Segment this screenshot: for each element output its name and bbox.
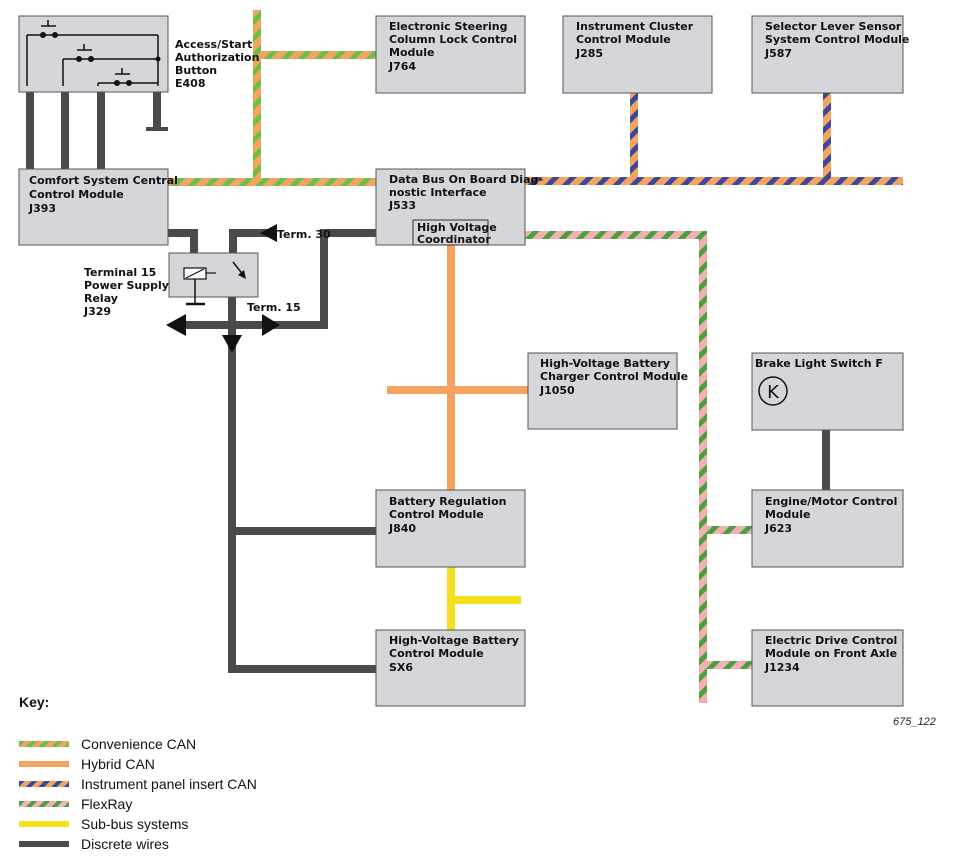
svg-text:Module on Front Axle: Module on Front Axle bbox=[765, 647, 897, 660]
svg-text:Module: Module bbox=[389, 46, 434, 59]
e408-label: Access/Start Authorization Button E408 bbox=[175, 38, 259, 90]
svg-text:J393: J393 bbox=[28, 202, 56, 215]
module-j1050: High-Voltage Battery Charger Control Mod… bbox=[527, 352, 688, 430]
term30-label: Term. 30 bbox=[277, 228, 331, 241]
discrete-wires bbox=[26, 92, 830, 673]
discrete-wires-swatch bbox=[19, 841, 69, 847]
terminal-arrows bbox=[166, 224, 280, 353]
flexray-bus bbox=[525, 231, 752, 703]
svg-text:Engine/Motor Control: Engine/Motor Control bbox=[765, 495, 897, 508]
flexray-swatch bbox=[19, 801, 69, 807]
svg-text:J533: J533 bbox=[388, 199, 416, 212]
key-label: Sub-bus systems bbox=[81, 816, 189, 832]
svg-text:Access/Start: Access/Start bbox=[175, 38, 252, 51]
svg-text:Data Bus On Board Diag-: Data Bus On Board Diag- bbox=[389, 173, 543, 186]
svg-text:J1234: J1234 bbox=[764, 661, 800, 674]
svg-text:Battery Regulation: Battery Regulation bbox=[389, 495, 506, 508]
module-j764: Electronic Steering Column Lock Control … bbox=[375, 15, 526, 94]
svg-text:Column Lock Control: Column Lock Control bbox=[389, 33, 517, 46]
key-item-instrument-can: Instrument panel insert CAN bbox=[19, 774, 257, 794]
left-arrow bbox=[166, 314, 186, 336]
key-item-convenience-can: Convenience CAN bbox=[19, 734, 257, 754]
svg-text:J623: J623 bbox=[764, 522, 792, 535]
svg-text:Selector Lever Sensor: Selector Lever Sensor bbox=[765, 20, 902, 33]
instrument-can-bus bbox=[525, 93, 903, 185]
svg-text:Authorization: Authorization bbox=[175, 51, 259, 64]
e408-button-box bbox=[18, 15, 169, 93]
term15-label: Term. 15 bbox=[247, 301, 301, 314]
svg-text:Control Module: Control Module bbox=[576, 33, 671, 46]
svg-text:J587: J587 bbox=[764, 47, 792, 60]
svg-text:High-Voltage Battery: High-Voltage Battery bbox=[540, 357, 670, 370]
instrument-can-swatch bbox=[19, 781, 69, 787]
svg-text:Control Module: Control Module bbox=[389, 647, 484, 660]
module-j840: Battery Regulation Control Module J840 bbox=[375, 489, 526, 568]
svg-text:Electronic Steering: Electronic Steering bbox=[389, 20, 507, 33]
hv-coordinator-box bbox=[412, 219, 489, 246]
sub-bus-lines bbox=[447, 567, 521, 631]
j329-label: Terminal 15 Power Supply Relay J329 bbox=[83, 266, 169, 318]
down-arrow bbox=[222, 335, 242, 353]
svg-text:J840: J840 bbox=[388, 522, 416, 535]
hybrid-can-swatch bbox=[19, 761, 69, 767]
key-item-sub-bus: Sub-bus systems bbox=[19, 814, 257, 834]
svg-text:Control Module: Control Module bbox=[389, 508, 484, 521]
svg-text:SX6: SX6 bbox=[389, 661, 413, 674]
svg-text:Brake Light Switch F: Brake Light Switch F bbox=[755, 357, 883, 370]
hybrid-can-bus bbox=[387, 245, 528, 490]
svg-text:High-Voltage Battery: High-Voltage Battery bbox=[389, 634, 519, 647]
svg-text:Instrument Cluster: Instrument Cluster bbox=[576, 20, 694, 33]
svg-text:Terminal 15: Terminal 15 bbox=[84, 266, 156, 279]
svg-text:Button: Button bbox=[175, 64, 217, 77]
convenience-can-bus bbox=[168, 10, 376, 186]
brake-light-switch: Brake Light Switch F K bbox=[751, 352, 904, 431]
svg-text:Module: Module bbox=[765, 508, 810, 521]
svg-text:Charger Control Module: Charger Control Module bbox=[540, 370, 688, 383]
svg-text:E408: E408 bbox=[175, 77, 205, 90]
svg-text:J1050: J1050 bbox=[539, 384, 575, 397]
k-symbol-icon bbox=[758, 376, 788, 406]
figure-id: 675_122 bbox=[893, 716, 936, 728]
module-sx6: High-Voltage Battery Control Module SX6 bbox=[375, 629, 526, 707]
svg-text:Relay: Relay bbox=[84, 292, 118, 305]
module-j533: Data Bus On Board Diag- nostic Interface… bbox=[375, 168, 543, 246]
key-label: Convenience CAN bbox=[81, 736, 197, 752]
svg-text:System Control Module: System Control Module bbox=[765, 33, 909, 46]
key-item-flexray: FlexRay bbox=[19, 794, 257, 814]
svg-text:Comfort System Central: Comfort System Central bbox=[29, 174, 178, 187]
sub-bus-swatch bbox=[19, 821, 69, 827]
module-j623: Engine/Motor Control Module J623 bbox=[751, 489, 904, 568]
term30-arrow bbox=[260, 224, 277, 242]
module-j393: Comfort System Central Control Module J3… bbox=[18, 168, 178, 246]
svg-text:nostic Interface: nostic Interface bbox=[389, 186, 487, 199]
right-arrow bbox=[262, 314, 280, 336]
key-label: Hybrid CAN bbox=[81, 756, 155, 772]
key-title: Key: bbox=[19, 694, 50, 710]
key-item-hybrid-can: Hybrid CAN bbox=[19, 754, 257, 774]
module-j285: Instrument Cluster Control Module J285 bbox=[562, 15, 713, 94]
svg-text:High Voltage: High Voltage bbox=[417, 221, 497, 234]
svg-text:J285: J285 bbox=[575, 47, 603, 60]
svg-text:J764: J764 bbox=[388, 60, 416, 73]
svg-text:Coordinator: Coordinator bbox=[417, 233, 491, 246]
convenience-can-swatch bbox=[19, 741, 69, 747]
relay-j329 bbox=[168, 252, 259, 306]
module-j1234: Electric Drive Control Module on Front A… bbox=[751, 629, 904, 707]
key-legend: Convenience CAN Hybrid CAN Instrument pa… bbox=[19, 734, 257, 854]
key-label: FlexRay bbox=[81, 796, 133, 812]
svg-text:Electric Drive Control: Electric Drive Control bbox=[765, 634, 897, 647]
svg-text:K: K bbox=[767, 382, 780, 403]
key-label: Instrument panel insert CAN bbox=[81, 776, 257, 792]
svg-text:Control Module: Control Module bbox=[29, 188, 124, 201]
module-j587: Selector Lever Sensor System Control Mod… bbox=[751, 15, 909, 94]
key-item-discrete-wires: Discrete wires bbox=[19, 834, 257, 854]
key-label: Discrete wires bbox=[81, 836, 169, 852]
svg-text:J329: J329 bbox=[83, 305, 111, 318]
svg-text:Power Supply: Power Supply bbox=[84, 279, 169, 292]
